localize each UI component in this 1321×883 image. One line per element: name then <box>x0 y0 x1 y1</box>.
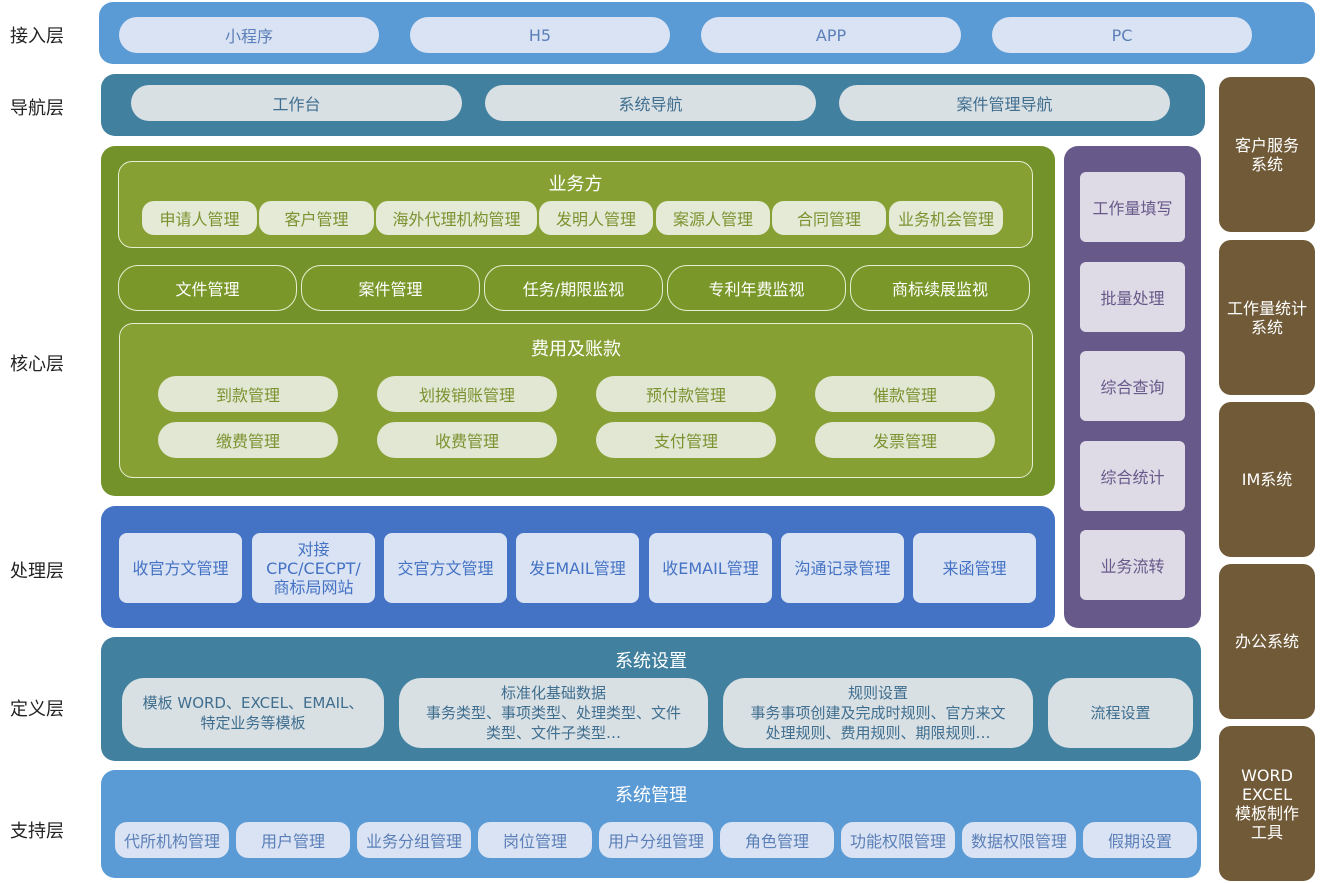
support-title: 系统管理 <box>615 785 687 806</box>
support-item-user-group: 用户分组管理 <box>599 822 713 858</box>
define-item-base-data: 标准化基础数据 事务类型、事项类型、处理类型、文件 类型、文件子类型… <box>399 678 708 748</box>
define-item-workflow: 流程设置 <box>1048 678 1193 748</box>
support-item-user: 用户管理 <box>236 822 350 858</box>
layer-label-process: 处理层 <box>10 561 64 582</box>
fee-item-prepayment: 预付款管理 <box>596 376 776 412</box>
core-item-file-mgmt: 文件管理 <box>118 265 297 311</box>
access-layer-panel: 小程序 H5 APP PC <box>99 2 1315 64</box>
system-template-tool: WORD EXCEL 模板制作 工具 <box>1219 726 1315 881</box>
define-item-templates: 模板 WORD、EXCEL、EMAIL、 特定业务等模板 <box>122 678 384 748</box>
fee-item-receipt: 到款管理 <box>158 376 338 412</box>
party-item-opportunity: 业务机会管理 <box>889 201 1003 235</box>
work-item-query: 综合查询 <box>1080 351 1185 421</box>
party-item-inventor: 发明人管理 <box>539 201 653 235</box>
nav-item-system-nav: 系统导航 <box>485 85 816 121</box>
nav-item-workbench: 工作台 <box>131 85 462 121</box>
process-item-incoming-letter: 来函管理 <box>913 533 1036 603</box>
work-item-flow: 业务流转 <box>1080 530 1185 600</box>
work-item-fill-workload: 工作量填写 <box>1080 172 1185 242</box>
layer-label-support: 支持层 <box>10 821 64 842</box>
define-layer-panel: 系统设置 模板 WORD、EXCEL、EMAIL、 特定业务等模板 标准化基础数… <box>101 637 1201 761</box>
system-customer-service: 客户服务 系统 <box>1219 77 1315 232</box>
access-item-pc: PC <box>992 17 1252 53</box>
support-item-business-group: 业务分组管理 <box>357 822 471 858</box>
core-item-trademark-renewal-monitor: 商标续展监视 <box>850 265 1030 311</box>
fee-item-transfer-writeoff: 划拨销账管理 <box>377 376 557 412</box>
nav-layer-panel: 工作台 系统导航 案件管理导航 <box>101 74 1205 136</box>
support-item-data-permission: 数据权限管理 <box>962 822 1076 858</box>
process-item-communication-log: 沟通记录管理 <box>781 533 904 603</box>
party-item-contract: 合同管理 <box>772 201 886 235</box>
party-item-customer: 客户管理 <box>259 201 374 235</box>
fee-item-charging: 收费管理 <box>377 422 557 458</box>
layer-label-nav: 导航层 <box>10 98 64 119</box>
process-item-send-email: 发EMAIL管理 <box>516 533 639 603</box>
work-item-statistics: 综合统计 <box>1080 441 1185 511</box>
fee-item-collection: 催款管理 <box>815 376 995 412</box>
core-item-case-mgmt: 案件管理 <box>301 265 480 311</box>
support-item-role: 角色管理 <box>720 822 834 858</box>
core-item-patent-fee-monitor: 专利年费监视 <box>667 265 846 311</box>
access-item-app: APP <box>701 17 961 53</box>
support-item-agency: 代所机构管理 <box>115 822 229 858</box>
fees-title: 费用及账款 <box>531 339 621 360</box>
work-item-batch: 批量处理 <box>1080 262 1185 332</box>
layer-label-core: 核心层 <box>10 354 64 375</box>
process-item-submit-official: 交官方文管理 <box>384 533 507 603</box>
define-title: 系统设置 <box>615 651 687 672</box>
process-item-cpc-integration: 对接 CPC/CECPT/ 商标局网站 <box>252 533 375 603</box>
process-item-receive-official: 收官方文管理 <box>119 533 242 603</box>
party-item-case-source: 案源人管理 <box>656 201 770 235</box>
support-item-position: 岗位管理 <box>478 822 592 858</box>
fee-item-invoice: 发票管理 <box>815 422 995 458</box>
fee-item-payout: 支付管理 <box>596 422 776 458</box>
core-layer-panel: 业务方 申请人管理 客户管理 海外代理机构管理 发明人管理 案源人管理 合同管理… <box>101 146 1055 496</box>
access-item-miniprogram: 小程序 <box>119 17 379 53</box>
process-layer-panel: 收官方文管理 对接 CPC/CECPT/ 商标局网站 交官方文管理 发EMAIL… <box>101 506 1055 628</box>
nav-item-case-nav: 案件管理导航 <box>839 85 1170 121</box>
access-item-h5: H5 <box>410 17 670 53</box>
support-layer-panel: 系统管理 代所机构管理 用户管理 业务分组管理 岗位管理 用户分组管理 角色管理… <box>101 770 1201 878</box>
fee-item-payment-due: 缴费管理 <box>158 422 338 458</box>
core-item-deadline-monitor: 任务/期限监视 <box>484 265 663 311</box>
layer-label-access: 接入层 <box>10 26 64 47</box>
business-party-title: 业务方 <box>548 174 603 195</box>
work-column-panel: 工作量填写 批量处理 综合查询 综合统计 业务流转 <box>1064 146 1201 628</box>
system-office: 办公系统 <box>1219 564 1315 719</box>
define-item-rules: 规则设置 事务事项创建及完成时规则、官方来文 处理规则、费用规则、期限规则… <box>723 678 1033 748</box>
process-item-receive-email: 收EMAIL管理 <box>649 533 772 603</box>
layer-label-define: 定义层 <box>10 699 64 720</box>
party-item-applicant: 申请人管理 <box>142 201 257 235</box>
party-item-overseas-agency: 海外代理机构管理 <box>376 201 537 235</box>
support-item-holiday: 假期设置 <box>1083 822 1197 858</box>
system-workload-statistics: 工作量统计 系统 <box>1219 240 1315 395</box>
support-item-function-permission: 功能权限管理 <box>841 822 955 858</box>
system-im: IM系统 <box>1219 402 1315 557</box>
